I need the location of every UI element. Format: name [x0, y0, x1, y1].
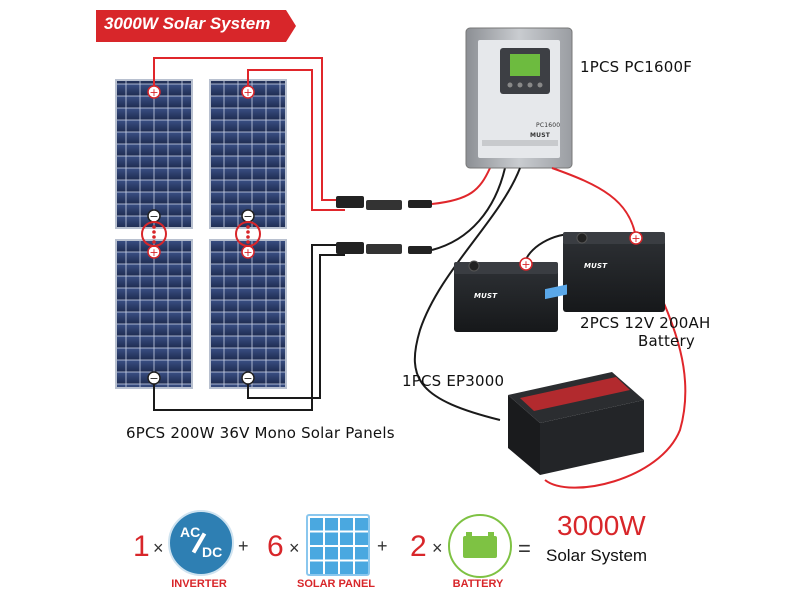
battery-times: ×: [432, 538, 443, 558]
panel-negative-wires: [153, 244, 345, 411]
svg-text:+: +: [521, 258, 530, 271]
svg-text:−: −: [243, 210, 252, 223]
ac-icon-text: AC: [180, 524, 201, 540]
solar-panel-bottom-right: [209, 239, 287, 389]
dc-icon-text: DC: [202, 544, 223, 560]
svg-text:−: −: [149, 372, 158, 385]
svg-text:+: +: [149, 246, 158, 259]
series-link-left: [141, 221, 167, 247]
inverter-count: 1: [133, 530, 150, 563]
svg-text:+: +: [149, 86, 158, 99]
battery-count: 2: [410, 530, 427, 563]
panel-count: 6: [267, 530, 284, 563]
mc4-connectors: [336, 196, 432, 254]
controller-brand: MUST: [530, 132, 551, 139]
battery-back-brand: MUST: [584, 262, 608, 270]
panel-times: ×: [289, 538, 300, 558]
solar-panel-icon: [306, 514, 370, 576]
series-link-right: [235, 221, 261, 247]
total-subtitle: Solar System: [546, 546, 648, 565]
equals-sign: =: [518, 536, 531, 561]
battery-front-brand: MUST: [474, 292, 498, 300]
solar-panel-top-right: [209, 79, 287, 229]
svg-text:+: +: [631, 232, 640, 245]
total-power: 3000W: [557, 510, 646, 541]
ac-dc-icon: AC DC: [168, 510, 234, 576]
panel-positive-wires: [153, 57, 345, 211]
battery-front: +: [454, 257, 558, 332]
controller-input-wires: [431, 167, 506, 251]
title-banner: [96, 10, 296, 42]
battery-caption: BATTERY: [452, 578, 504, 590]
svg-text:+: +: [243, 246, 252, 259]
panels-label: 6PCS 200W 36V Mono Solar Panels: [126, 424, 395, 442]
svg-text:−: −: [149, 210, 158, 223]
charge-controller: [465, 27, 573, 169]
solar-panel-bottom-left: [115, 239, 193, 389]
svg-text:−: −: [243, 372, 252, 385]
battery-back: +: [563, 231, 665, 312]
inverter-caption: INVERTER: [171, 578, 227, 590]
inverter: [508, 284, 644, 475]
battery-icon: [448, 514, 512, 578]
battery-label-line1: 2PCS 12V 200AH: [580, 314, 711, 332]
solar-panel-top-left: [115, 79, 193, 229]
battery-label-line2: Battery: [638, 332, 695, 350]
plus-2: +: [377, 536, 388, 556]
panel-terminals: + + − − + + − −: [147, 85, 255, 385]
panel-caption: SOLAR PANEL: [296, 578, 376, 590]
controller-model: PC1600: [536, 122, 561, 129]
svg-text:+: +: [243, 86, 252, 99]
controller-label: 1PCS PC1600F: [580, 58, 693, 76]
formula-row: 1 × AC DC INVERTER + 6 × SOLAR PANEL + 2…: [0, 500, 800, 600]
inverter-label: 1PCS EP3000: [402, 372, 505, 390]
banner-title: 3000W Solar System: [104, 14, 271, 33]
inverter-times: ×: [153, 538, 164, 558]
plus-1: +: [238, 536, 249, 556]
